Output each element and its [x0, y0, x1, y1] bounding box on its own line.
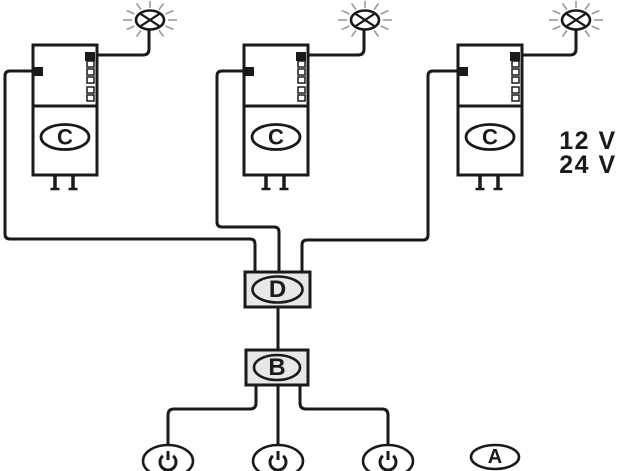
- distributor-box: D: [243, 270, 312, 309]
- wire-switchbox-to-switch3: [298, 383, 390, 447]
- switchbox-label: B: [268, 354, 285, 381]
- power-switch-icon: [251, 443, 305, 471]
- power-switch-icon: [141, 443, 195, 471]
- driver2-label: C: [268, 125, 284, 150]
- led-driver-3: [456, 43, 524, 191]
- voltage-label-24v: 24 V: [559, 151, 616, 179]
- accessory-label: A: [488, 446, 502, 468]
- power-switch-icon: [361, 443, 415, 471]
- wire-switchbox-to-switch1: [166, 383, 258, 447]
- driver1-label: C: [57, 125, 73, 150]
- led-driver-1: [31, 43, 99, 191]
- distributor-box-body: [243, 270, 312, 309]
- accessory-oval: [469, 443, 521, 471]
- accessory-label-group: A: [469, 443, 521, 471]
- switchbox: B: [244, 348, 310, 387]
- wire-distributor-to-driver2: [215, 69, 281, 275]
- distributor-oval: [251, 275, 304, 304]
- wire-driver3-to-lamp3: [520, 26, 578, 57]
- voltage-label-12v: 12 V: [559, 127, 616, 155]
- wire-driver1-to-lamp1: [95, 26, 151, 57]
- wire-distributor-to-driver3: [300, 69, 460, 275]
- driver3-label: C: [482, 125, 498, 150]
- distributor-label: D: [269, 276, 286, 303]
- wire-driver2-to-lamp2: [306, 26, 366, 57]
- wiring: [3, 26, 578, 447]
- wire-distributor-to-driver1: [3, 69, 257, 275]
- led-driver-2: [242, 43, 310, 191]
- switchbox-oval: [252, 353, 302, 382]
